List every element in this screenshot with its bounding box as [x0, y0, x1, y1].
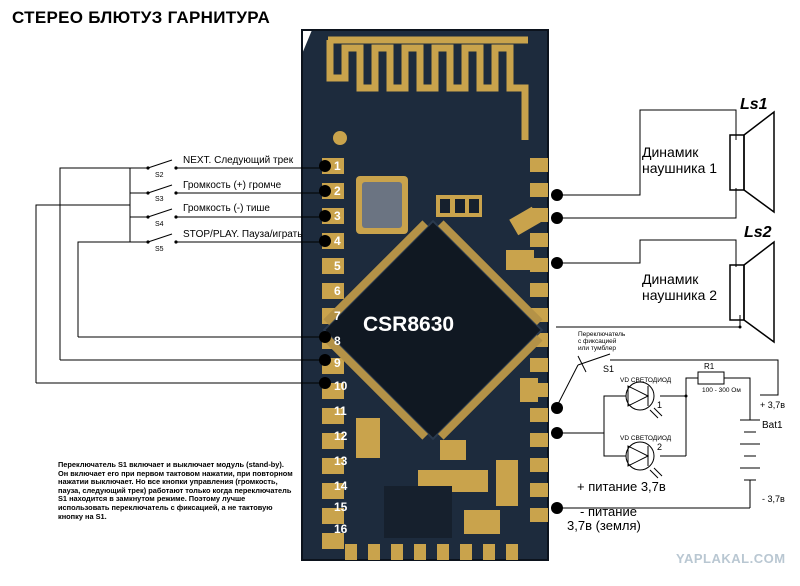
switch-label-s5: S5: [155, 246, 164, 253]
battery-minus: - 3,7в: [762, 494, 785, 504]
bluetooth-module-board: [301, 29, 549, 561]
pin-number: 5: [334, 259, 341, 273]
pin-number: 16: [334, 522, 348, 536]
led2-label: VD СВЕТОДИОД: [620, 435, 672, 442]
led1-number: 1: [657, 400, 663, 410]
resistor-value: 100 - 300 Ом: [702, 387, 741, 394]
s1-explanation-note: Переключатель S1 включает и выключает мо…: [58, 460, 293, 521]
switch-label-s3: S3: [155, 196, 164, 203]
speaker2-name: Ls2: [744, 224, 772, 241]
battery-plus: + 3,7в: [760, 400, 786, 410]
s1-note-line3: или тумблер: [578, 345, 616, 352]
button-label-next: NEXT. Следующий трек: [183, 155, 294, 166]
speaker2-line1: Динамик: [642, 271, 699, 287]
switch-label-s2: S2: [155, 172, 164, 179]
s1-note-line2: с фиксацией: [578, 338, 617, 345]
pin-number: 6: [334, 284, 341, 298]
power-plus-label: + питание 3,7в: [577, 479, 666, 494]
pin-number: 4: [334, 234, 341, 248]
chip-label: CSR8630: [363, 313, 455, 336]
button-label-stop-play: STOP/PLAY. Пауза/играть: [183, 229, 303, 240]
speaker-ls1-icon: [729, 110, 775, 214]
speaker2-line2: наушника 2: [642, 287, 718, 303]
speaker-ls2-icon: [729, 240, 775, 344]
pin-number: 3: [334, 209, 341, 223]
speaker1-line2: наушника 1: [642, 160, 718, 176]
led2-number: 2: [657, 442, 663, 452]
button-label-volume-up: Громкость (+) громче: [183, 180, 282, 191]
speaker1-name: Ls1: [740, 96, 768, 113]
resistor-name: R1: [704, 362, 715, 371]
s1-note-line1: Переключатель: [578, 331, 626, 338]
pin-number: 2: [334, 184, 341, 198]
power-minus-line1: - питание: [580, 504, 637, 519]
power-minus-line2: 3,7в (земля): [567, 518, 641, 533]
switch-label-s4: S4: [155, 221, 164, 228]
pin-number: 11: [334, 404, 347, 418]
led1-label: VD СВЕТОДИОД: [620, 377, 672, 384]
watermark: YAPLAKAL.COM: [676, 551, 786, 566]
pin-number: 8: [334, 334, 341, 348]
pin-number: 10: [334, 379, 348, 393]
battery-name: Bat1: [762, 420, 783, 431]
right-pin-connection-dots: [551, 189, 742, 514]
pin-number: 9: [334, 356, 341, 370]
left-pin-connection-dots: [319, 160, 331, 389]
pin-number: 15: [334, 500, 348, 514]
pin-number: 1: [334, 159, 341, 173]
pin-number: 13: [334, 454, 348, 468]
button-wiring: [35, 159, 330, 384]
button-label-volume-down: Громкость (-) тише: [183, 203, 270, 214]
pin-number: 7: [334, 309, 341, 323]
switch-s1-label: S1: [603, 364, 615, 374]
pin-number: 12: [334, 429, 348, 443]
speaker1-line1: Динамик: [642, 144, 699, 160]
page-title: СТЕРЕО БЛЮТУЗ ГАРНИТУРА: [12, 8, 271, 27]
pin-number: 14: [334, 479, 348, 493]
switch-contact-dots: [146, 166, 178, 244]
